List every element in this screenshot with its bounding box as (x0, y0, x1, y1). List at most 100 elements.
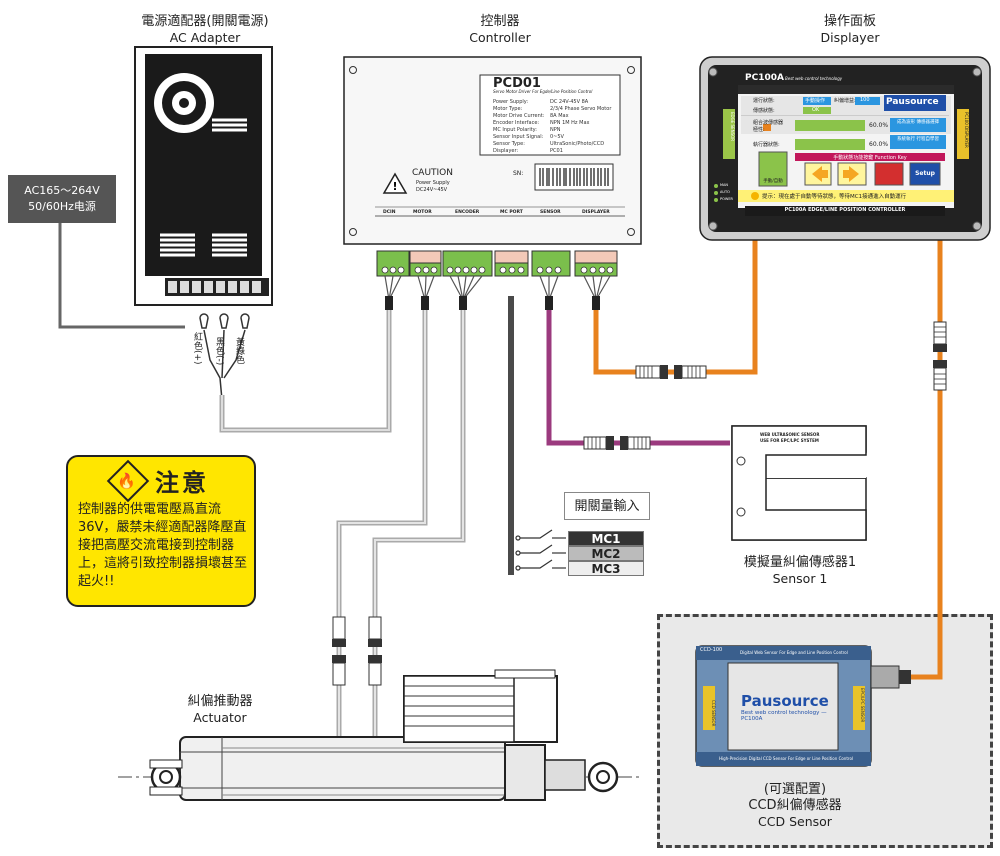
port-label-displayer: DISPLAYER (582, 210, 610, 215)
controller-box: ! (343, 56, 642, 245)
wire-label-black: 黑色(-) (214, 337, 224, 366)
sensor-fmt-sub: 極性: (753, 127, 765, 133)
adapter-label-cn: 電源適配器(開關電源) (141, 14, 269, 29)
spec-value: 8A Max (550, 113, 569, 119)
led-auto: AUTO (720, 190, 730, 194)
controller-model: PCD01 (493, 76, 541, 91)
spec-value: PC01 (550, 148, 563, 154)
status-label: 運行狀態: (753, 98, 775, 104)
wire-label-yellow: 黃綠色 (234, 337, 244, 364)
spec-value: 2/3/4 Phase Servo Motor (550, 106, 612, 112)
actuator-cable-connectors (332, 616, 382, 686)
sensor1-text1: WEB ULTRASONIC SENSOR (760, 432, 820, 437)
spec-value: 0~5V (550, 134, 564, 140)
mode-select-button[interactable]: 成為波形 傳感器選擇 (897, 120, 939, 125)
controller-spec-labels: Power Supply: Motor Type: Motor Drive Cu… (493, 99, 548, 155)
displayer-tagline: Best web control technology (785, 76, 843, 81)
sensor-bar-pct: 60.0% (869, 122, 889, 129)
led-man: MAN (720, 183, 729, 187)
ccd-brand: Pausource (741, 692, 829, 710)
sensor1-label-cn: 模擬量糾偏傳感器1 (743, 555, 857, 570)
sensor1-label: 模擬量糾偏傳感器1 Sensor 1 (720, 555, 880, 587)
ccd-tagline: Best web control technology — PC100A (741, 710, 827, 722)
warning-text: 控制器的供電電壓爲直流36V，嚴禁未經適配器降壓直接把高壓交流電接到控制器上，這… (78, 502, 248, 589)
spec-label: MC Input Polarity: (493, 127, 537, 133)
switch-input-title: 開關量輸入 (564, 492, 650, 520)
controller-caution-sub2: DC24V~45V (416, 187, 448, 193)
displayer-panel (699, 56, 991, 241)
sensor-fmt-label: 組合波傳感器 (753, 120, 784, 126)
actuator-label: 糾偏推動器 Actuator (160, 694, 280, 726)
mc3-label: MC3 (568, 561, 644, 576)
svg-text:!: ! (392, 180, 397, 193)
controller-label-cn: 控制器 (480, 14, 520, 29)
spec-value: NPN 1M Hz Max (550, 120, 590, 126)
ccd-label-opt: (可選配置) (763, 782, 827, 797)
actuator-label-cn: 糾偏推動器 (187, 694, 253, 709)
ccd-label-cn: CCD糾偏傳感器 (748, 798, 842, 813)
displayer-footer: PC100A EDGE/LINE POSITION CONTROLLER (784, 207, 906, 213)
adapter-label-en: AC Adapter (169, 30, 241, 45)
gain-label: 糾偏增益: (834, 98, 856, 104)
spec-label: Motor Drive Current: (493, 113, 545, 119)
actuator-label-en: Actuator (193, 710, 247, 725)
ccd-cable-connector (933, 321, 947, 391)
port-connectors (376, 250, 618, 277)
spec-label: Sensor Input Signal: (493, 134, 544, 140)
displayer-side-right: PC100 DISPLAYER (964, 112, 969, 148)
actuator (118, 669, 640, 801)
warning-box: 🔥注意 控制器的供電電壓爲直流36V，嚴禁未經適配器降壓直接把高壓交流電接到控制… (66, 455, 256, 607)
controller-label-en: Controller (469, 30, 531, 45)
controller-caution: CAUTION (412, 168, 453, 178)
displayer-brand: Pausource (886, 97, 939, 107)
displayer-model: PC100A (745, 73, 784, 83)
ccd-label: (可選配置) CCD糾偏傳感器 CCD Sensor (715, 782, 875, 830)
adapter-label: 電源適配器(開關電源) AC Adapter (130, 14, 280, 46)
mc-switches (515, 529, 566, 571)
displayer-label-en: Displayer (820, 30, 880, 45)
port-label-motor: MOTOR (413, 210, 432, 215)
status-value: 手動操作 (805, 98, 826, 104)
controller-spec-values: DC 24V-45V 8A 2/3/4 Phase Servo Motor 8A… (550, 99, 618, 155)
spec-value: DC 24V-45V 8A (550, 99, 589, 105)
port-label-mc: MC PORT (500, 210, 523, 215)
sensor-state-label: 傳感狀態: (753, 108, 775, 114)
self-learn-button[interactable]: 系統執行 行程自學習 (897, 137, 939, 142)
sensor1-text2: USE FOR EPC/LPC SYSTEM (760, 438, 819, 443)
sensor1-cable (546, 310, 730, 446)
power-terminals (199, 313, 250, 401)
function-key-bar: 手動狀態功能按鍵 Function Key (833, 155, 907, 161)
sensor1-label-en: Sensor 1 (772, 571, 828, 586)
sensor-state-value: OK (812, 107, 820, 113)
sensor1-body (731, 425, 867, 541)
exec-label: 執行器狀態: (753, 142, 780, 148)
ac-input-box: AC165～264V 50/60Hz电源 (8, 175, 116, 223)
ccd-footer: High-Precision Digital CCD Sensor For Ed… (718, 756, 854, 761)
displayer-label: 操作面板 Displayer (790, 14, 910, 46)
warning-title-text: 注意 (155, 469, 209, 497)
led-power: POWER (720, 197, 733, 201)
spec-value: UltraSonic/Photo/CCD (550, 141, 605, 147)
spec-value: NPN (550, 127, 561, 133)
port-label-sensor: SENSOR (540, 210, 561, 215)
mc1-label: MC1 (568, 531, 644, 546)
displayer-side-left: EDGE SENSOR (730, 112, 735, 142)
port-label-encoder: ENCODER (455, 210, 480, 215)
spec-label: Encoder Interface: (493, 120, 540, 126)
ccd-header: Digital Web Sensor For Edge and Line Pos… (740, 650, 848, 655)
spec-label: Sensor Type: (493, 141, 525, 147)
controller-subtitle: Servo Motor Driver For Egde/Line Positio… (493, 89, 593, 94)
auto-manual-button[interactable]: 手動/自動 (763, 179, 783, 184)
fire-warning-icon: 🔥 (106, 459, 150, 503)
warning-title: 🔥注意 (68, 459, 254, 503)
exec-bar-pct: 60.0% (869, 141, 889, 148)
ccd-side-left: CCD SENSOR (711, 700, 716, 727)
port-label-dcin: DCIN (383, 210, 396, 215)
ac-input-line1: AC165～264V (24, 184, 100, 197)
wire-label-red: 紅色(+) (192, 332, 202, 365)
spec-label: Power Supply: (493, 99, 529, 105)
ccd-label-en: CCD Sensor (758, 814, 832, 829)
setup-button[interactable]: Setup (915, 170, 935, 177)
controller-label: 控制器 Controller (440, 14, 560, 46)
